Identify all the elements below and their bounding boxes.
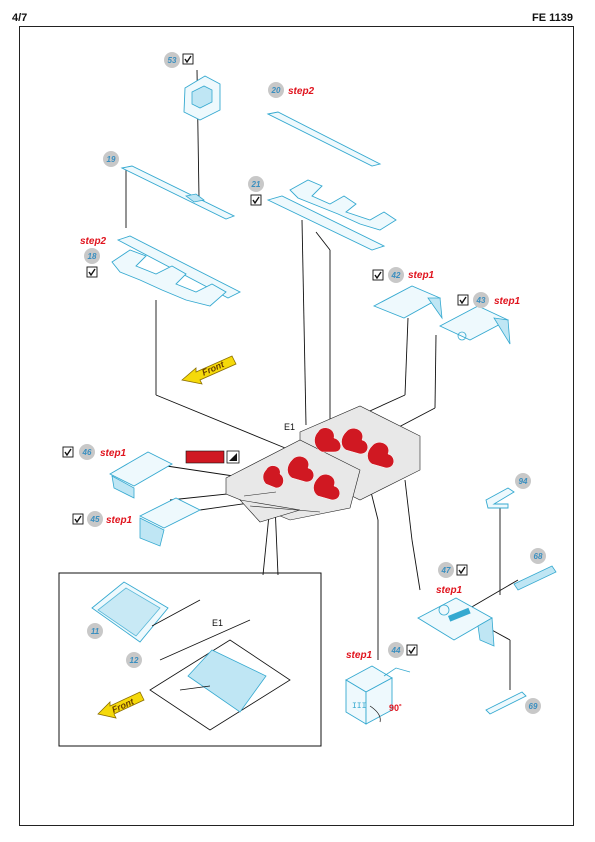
svg-text:12: 12 <box>130 656 139 665</box>
callout-45: 45 step1 <box>72 511 133 527</box>
svg-text:step1: step1 <box>494 296 521 307</box>
svg-text:69: 69 <box>529 702 538 711</box>
page-frame <box>19 26 574 826</box>
callout-12: 12 <box>126 652 142 668</box>
svg-text:68: 68 <box>534 552 543 561</box>
callout-46: 46 step1 <box>62 444 127 460</box>
part-68-strip <box>513 565 557 591</box>
callout-44: step1 44 <box>346 642 418 661</box>
callout-11: 11 <box>87 623 103 639</box>
part-45-panel <box>138 497 202 547</box>
callout-20: 20 step2 <box>268 82 315 98</box>
front-label: Front <box>200 359 226 378</box>
part-46-panel <box>109 451 173 499</box>
callout-21: 21 <box>248 176 264 206</box>
svg-text:53: 53 <box>168 56 177 65</box>
callout-18: step2 18 <box>80 236 107 278</box>
callout-68: 68 <box>530 548 546 564</box>
part-94-bracket <box>485 487 515 509</box>
svg-text:step2: step2 <box>80 236 107 247</box>
svg-text:11: 11 <box>91 627 100 636</box>
svg-text:III: III <box>352 702 366 711</box>
svg-text:step1: step1 <box>408 270 435 281</box>
callout-47: 47 step1 <box>436 562 468 596</box>
part-42-plate <box>372 285 443 320</box>
part-18-frame <box>111 235 241 307</box>
svg-text:18: 18 <box>88 252 97 261</box>
svg-text:43: 43 <box>476 296 486 305</box>
svg-text:42: 42 <box>391 271 401 280</box>
svg-text:47: 47 <box>441 566 451 575</box>
part-44-box: III <box>345 665 411 725</box>
svg-text:94: 94 <box>519 477 528 486</box>
part-69-strip <box>485 691 527 715</box>
part-47-assembly <box>417 597 495 647</box>
svg-text:step1: step1 <box>346 650 373 661</box>
svg-text:46: 46 <box>82 448 92 457</box>
svg-text:20: 20 <box>271 86 281 95</box>
svg-text:21: 21 <box>251 180 261 189</box>
part-21-rail <box>266 179 397 251</box>
svg-text:45: 45 <box>90 515 100 524</box>
part-19-strip <box>120 165 236 220</box>
front-label-inset: Front <box>110 696 136 715</box>
callout-19: 19 <box>103 151 119 167</box>
callout-53: 53 <box>164 52 194 68</box>
svg-text:44: 44 <box>391 646 401 655</box>
angle-label: 90˚ <box>389 703 402 713</box>
svg-text:step2: step2 <box>288 86 315 97</box>
svg-text:step1: step1 <box>436 585 463 596</box>
paint-swatch <box>185 450 240 464</box>
callout-69: 69 <box>525 698 541 714</box>
part-20-strip <box>266 111 382 167</box>
part-43-plate <box>438 305 511 345</box>
callout-42: 42 step1 <box>372 267 435 283</box>
part-53-bracket <box>183 75 221 121</box>
callout-94: 94 <box>515 473 531 489</box>
detail-inset: Front <box>58 572 322 747</box>
main-assembly-e1 <box>225 405 421 523</box>
e1-label-inset: E1 <box>212 618 223 628</box>
callout-43: 43 step1 <box>457 292 521 308</box>
svg-text:19: 19 <box>107 155 116 164</box>
svg-text:step1: step1 <box>100 448 127 459</box>
document-code: FE 1139 <box>532 12 573 24</box>
svg-text:step1: step1 <box>106 515 133 526</box>
front-arrow-main: Front <box>181 355 237 385</box>
e1-label-main: E1 <box>284 422 295 432</box>
page-number: 4/7 <box>12 12 28 24</box>
